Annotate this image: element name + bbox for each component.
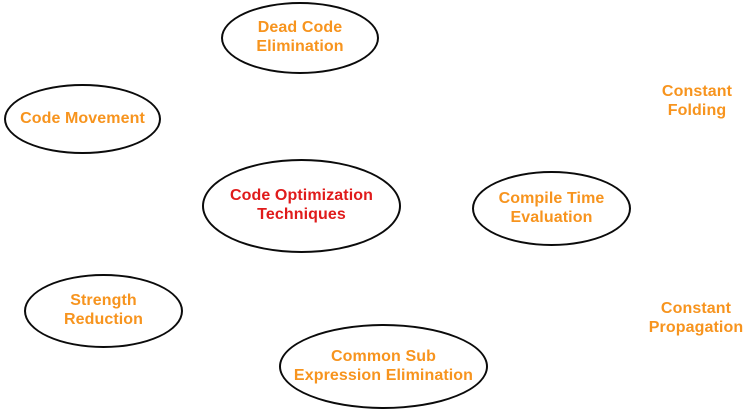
node-code-optimization-techniques[interactable]: Code Optimization Techniques	[202, 159, 401, 253]
node-label-common-sub-expression-elimination: Common Sub Expression Elimination	[293, 347, 474, 384]
node-constant-folding[interactable]: Constant Folding	[634, 78, 752, 126]
node-strength-reduction[interactable]: Strength Reduction	[24, 274, 183, 348]
node-common-sub-expression-elimination[interactable]: Common Sub Expression Elimination	[279, 324, 488, 409]
node-label-code-optimization-techniques: Code Optimization Techniques	[229, 187, 374, 223]
node-code-movement[interactable]: Code Movement	[4, 84, 161, 154]
node-label-constant-folding: Constant Folding	[661, 83, 733, 119]
node-dead-code-elimination[interactable]: Dead Code Elimination	[221, 2, 379, 74]
node-constant-propagation[interactable]: Constant Propagation	[632, 295, 752, 343]
node-label-compile-time-evaluation: Compile Time Evaluation	[498, 189, 605, 226]
node-label-strength-reduction: Strength Reduction	[63, 292, 144, 328]
node-label-constant-propagation: Constant Propagation	[648, 300, 744, 336]
node-label-dead-code-elimination: Dead Code Elimination	[256, 19, 344, 55]
node-label-code-movement: Code Movement	[20, 109, 145, 127]
node-compile-time-evaluation[interactable]: Compile Time Evaluation	[472, 171, 631, 246]
